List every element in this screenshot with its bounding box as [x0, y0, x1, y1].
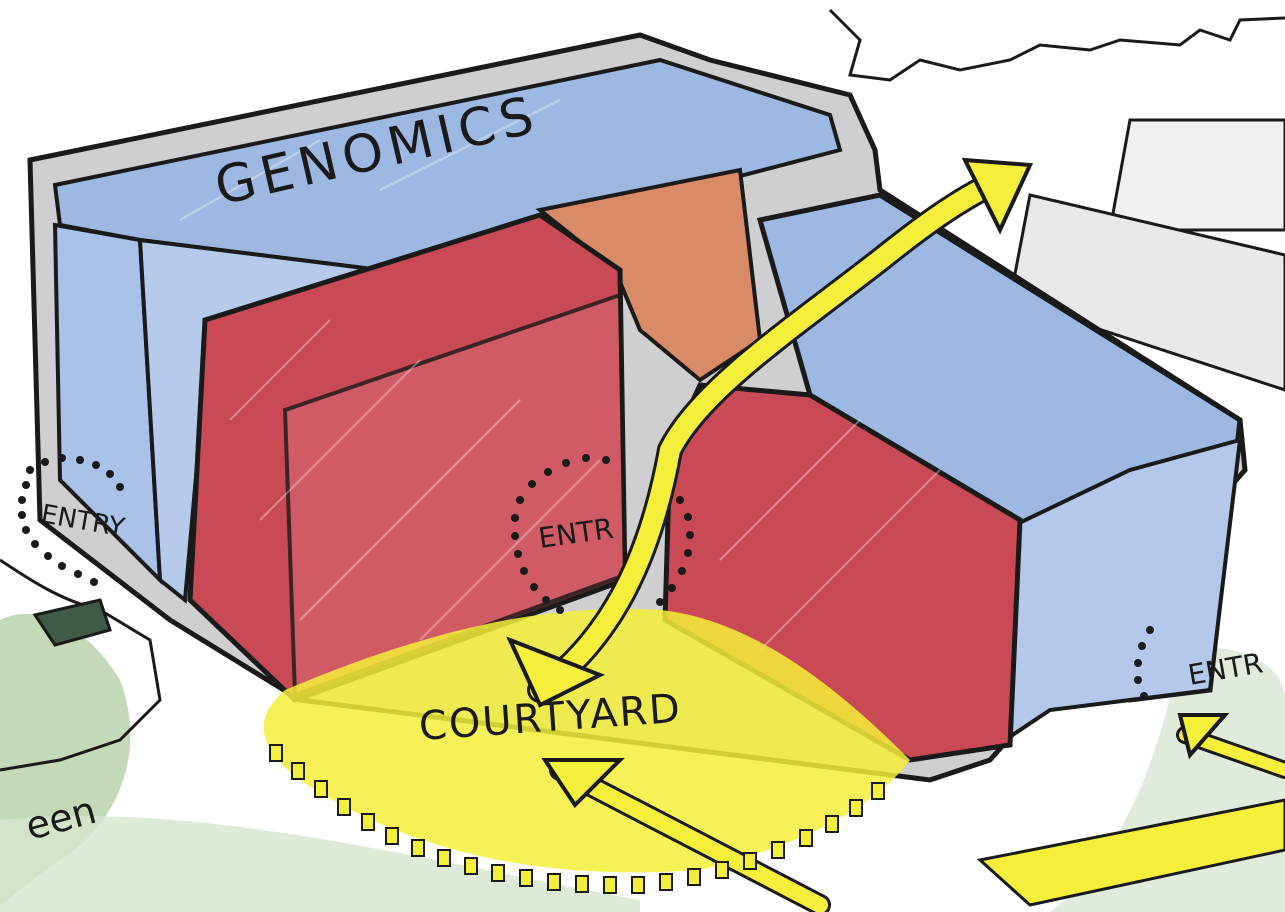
background-building-right-top	[1110, 120, 1285, 230]
